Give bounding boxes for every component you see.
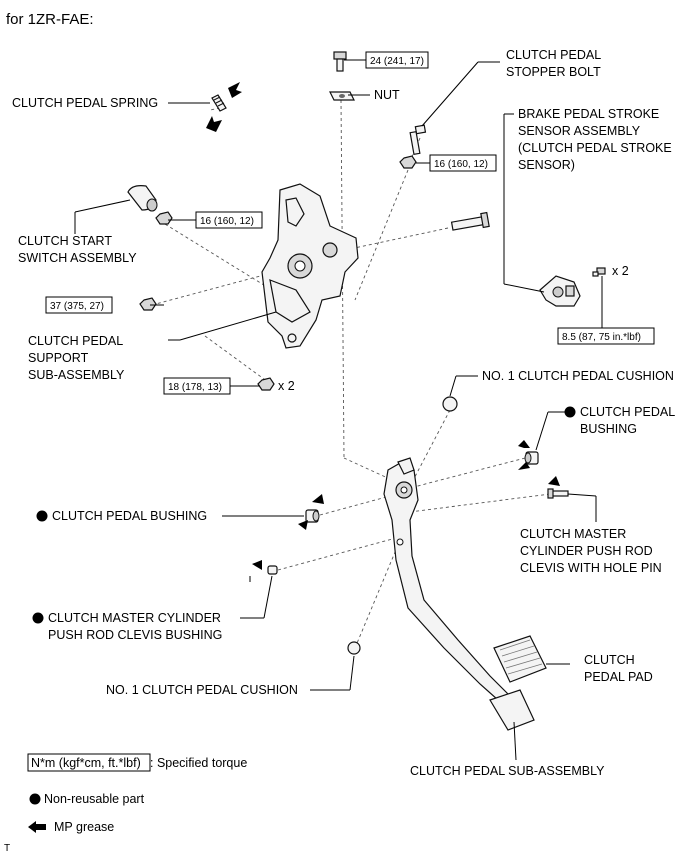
footer-mark: T xyxy=(4,843,10,854)
clutch-pedal-spring-part xyxy=(211,94,227,112)
svg-text:37 (375, 27): 37 (375, 27) xyxy=(50,301,104,312)
svg-text:N*m (kgf*cm, ft.*lbf): N*m (kgf*cm, ft.*lbf) xyxy=(31,756,141,770)
label-clevis-pin-1: CLUTCH MASTER xyxy=(520,527,626,541)
grease-arrow-icon xyxy=(206,116,222,132)
leader-lines xyxy=(74,59,603,761)
label-brake-sensor-4: SENSOR) xyxy=(518,158,575,172)
clevis-pin-part xyxy=(547,488,569,499)
nut-16-upper-part xyxy=(399,155,417,169)
grease-arrow-icon xyxy=(518,440,530,448)
label-clutch-pedal-spring: CLUTCH PEDAL SPRING xyxy=(12,96,158,110)
bushing-right-part xyxy=(524,451,539,465)
grease-arrow-icon xyxy=(28,821,46,833)
label-x2-sensor: x 2 xyxy=(612,264,629,278)
nonreusable-markers xyxy=(32,406,576,624)
pedal-pad-part xyxy=(493,635,547,683)
pivot-bolt-part xyxy=(450,211,490,231)
nonreusable-dot-icon xyxy=(29,793,41,805)
label-clevis-bushing-1: CLUTCH MASTER CYLINDER xyxy=(48,611,221,625)
grease-arrow-icon xyxy=(548,476,560,486)
torque-box-24: 24 (241, 17) xyxy=(365,51,429,69)
legend-torque: N*m (kgf*cm, ft.*lbf) : Specified torque xyxy=(27,753,247,772)
label-x2-nut: x 2 xyxy=(278,379,295,393)
label-start-switch-2: SWITCH ASSEMBLY xyxy=(18,251,137,265)
legend: N*m (kgf*cm, ft.*lbf) : Specified torque… xyxy=(27,753,247,834)
grease-arrows xyxy=(206,82,560,570)
svg-text:16 (160, 12): 16 (160, 12) xyxy=(200,216,254,227)
clevis-bushing-part xyxy=(267,565,278,575)
label-support-2: SUPPORT xyxy=(28,351,89,365)
label-stopper-bolt-1: CLUTCH PEDAL xyxy=(506,48,601,62)
nut-18-part xyxy=(257,377,275,391)
pedal-pad-installed-part xyxy=(489,689,535,731)
label-cushion-top: NO. 1 CLUTCH PEDAL CUSHION xyxy=(482,369,674,383)
label-pedal-pad-2: PEDAL PAD xyxy=(584,670,653,684)
label-clevis-pin-3: CLEVIS WITH HOLE PIN xyxy=(520,561,662,575)
label-start-switch-1: CLUTCH START xyxy=(18,234,112,248)
svg-text:8.5 (87, 75 in.*lbf): 8.5 (87, 75 in.*lbf) xyxy=(562,332,641,343)
bushing-left-part xyxy=(305,509,320,523)
label-pedal-sub: CLUTCH PEDAL SUB-ASSEMBLY xyxy=(410,764,605,778)
cushion-bottom-part xyxy=(347,641,361,655)
label-cushion-bottom: NO. 1 CLUTCH PEDAL CUSHION xyxy=(106,683,298,697)
torque-box-18: 18 (178, 13) xyxy=(163,377,231,395)
nut-37-part xyxy=(139,297,157,311)
label-support-3: SUB-ASSEMBLY xyxy=(28,368,125,382)
cushion-top-part xyxy=(442,396,458,412)
label-stopper-bolt-2: STOPPER BOLT xyxy=(506,65,601,79)
label-support-1: CLUTCH PEDAL xyxy=(28,334,123,348)
label-bushing-left: CLUTCH PEDAL BUSHING xyxy=(52,509,207,523)
brake-stroke-sensor-part xyxy=(539,275,581,307)
clutch-pedal-arm-part xyxy=(383,457,509,701)
label-clevis-bushing-2: PUSH ROD CLEVIS BUSHING xyxy=(48,628,222,642)
label-nut: NUT xyxy=(374,88,400,102)
torque-box-16-left: 16 (160, 12) xyxy=(195,211,263,229)
grease-arrow-icon xyxy=(228,82,242,98)
svg-text:: Specified torque: : Specified torque xyxy=(150,756,247,770)
torque-box-37: 37 (375, 27) xyxy=(45,296,113,314)
sensor-bolt-part xyxy=(592,267,606,277)
torque-box-8-5: 8.5 (87, 75 in.*lbf) xyxy=(557,327,655,345)
label-bushing-right-2: BUSHING xyxy=(580,422,637,436)
grease-arrow-icon xyxy=(252,560,262,570)
nonreusable-dot-icon xyxy=(564,406,576,418)
label-bushing-right-1: CLUTCH PEDAL xyxy=(580,405,675,419)
label-brake-sensor-2: SENSOR ASSEMBLY xyxy=(518,124,641,138)
torque-box-16-upper: 16 (160, 12) xyxy=(429,154,497,172)
svg-text:MP grease: MP grease xyxy=(54,820,114,834)
label-pedal-pad-1: CLUTCH xyxy=(584,653,635,667)
stopper-bolt-part xyxy=(409,124,427,156)
svg-text:Non-reusable part: Non-reusable part xyxy=(44,792,145,806)
legend-grease: MP grease xyxy=(28,820,114,834)
label-brake-sensor-1: BRAKE PEDAL STROKE xyxy=(518,107,659,121)
svg-text:18 (178, 13): 18 (178, 13) xyxy=(168,382,222,393)
nut-part xyxy=(329,91,355,101)
nut-16-left-part xyxy=(155,211,173,225)
clutch-start-switch-part xyxy=(127,185,158,212)
nonreusable-dot-icon xyxy=(36,510,48,522)
torque-boxes: 24 (241, 17) 16 (160, 12) 16 (160, 12) 3… xyxy=(45,51,655,395)
bolt-top-part xyxy=(333,51,347,72)
part-labels: CLUTCH PEDAL SPRING NUT CLUTCH PEDAL STO… xyxy=(12,48,675,778)
legend-nonreusable: Non-reusable part xyxy=(29,792,145,806)
label-brake-sensor-3: (CLUTCH PEDAL STROKE xyxy=(518,141,672,155)
grease-arrow-icon xyxy=(518,462,530,470)
label-clevis-pin-2: CYLINDER PUSH ROD xyxy=(520,544,653,558)
diagram-header: for 1ZR-FAE: xyxy=(6,11,94,28)
svg-text:16 (160, 12): 16 (160, 12) xyxy=(434,159,488,170)
grease-arrow-icon xyxy=(312,494,324,504)
nonreusable-dot-icon xyxy=(32,612,44,624)
grease-arrow-icon xyxy=(298,520,308,530)
svg-text:24 (241, 17): 24 (241, 17) xyxy=(370,56,424,67)
clutch-pedal-support-part xyxy=(261,183,359,349)
